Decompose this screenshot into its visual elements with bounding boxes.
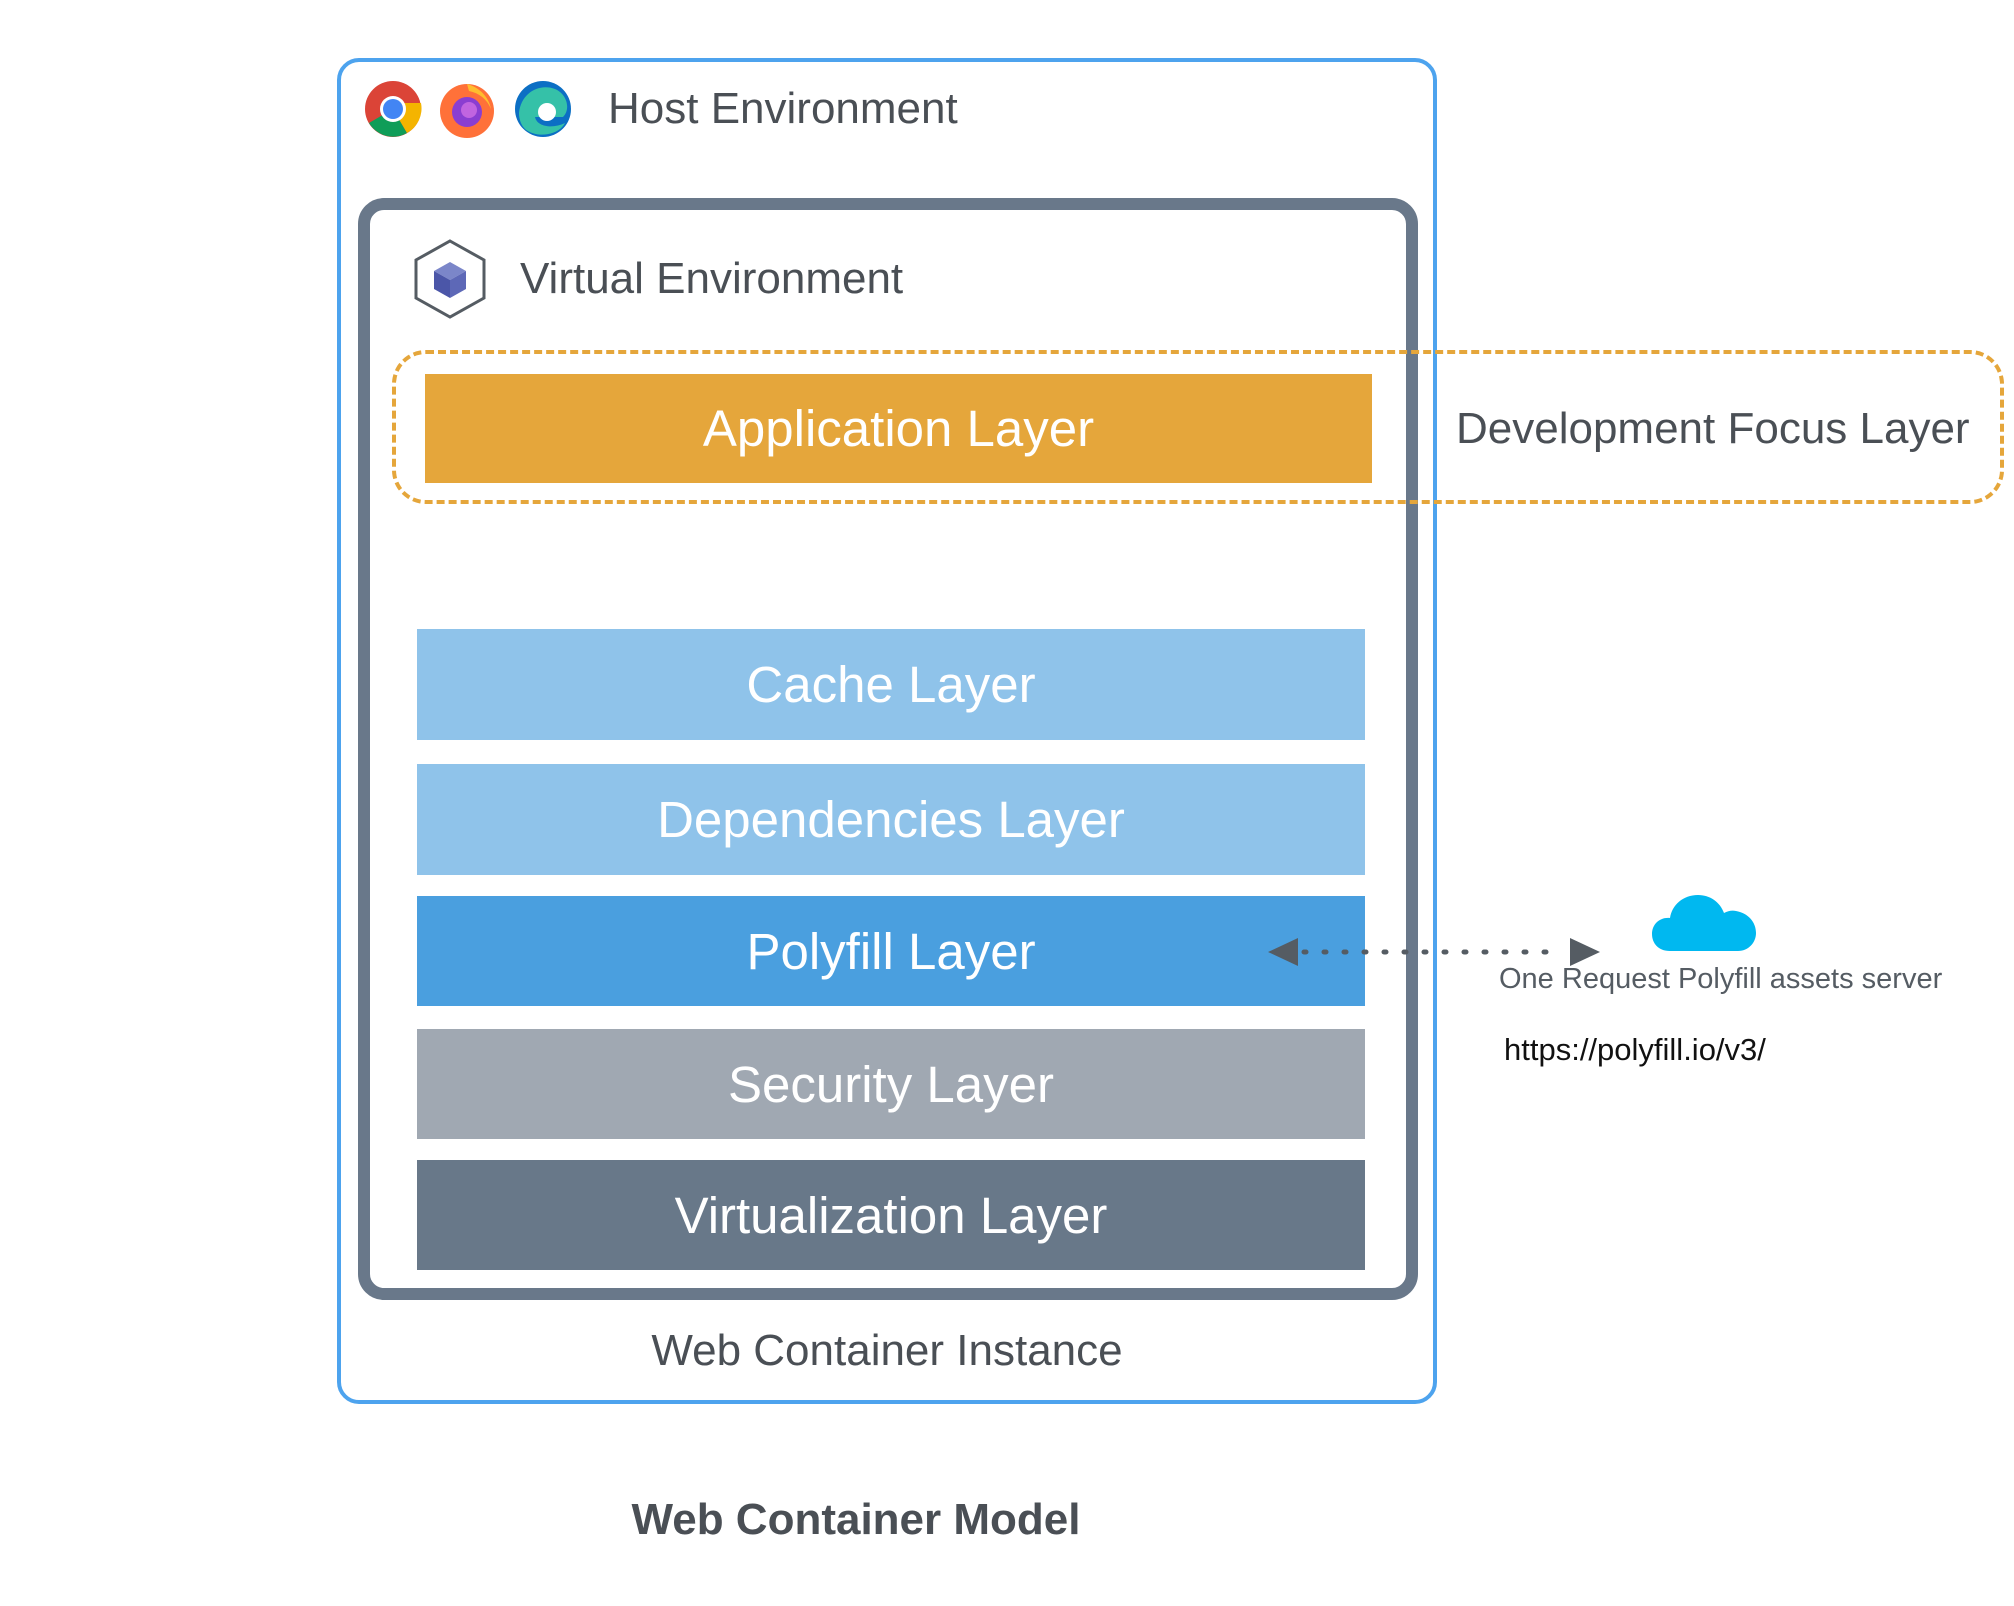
security-layer: Security Layer [417, 1029, 1365, 1139]
development-focus-label: Development Focus Layer [1456, 404, 1970, 453]
diagram-title: Web Container Model [631, 1495, 1081, 1544]
virtual-environment-box [358, 198, 1418, 1300]
firefox-icon [440, 84, 494, 138]
polyfill-server-url: https://polyfill.io/v3/ [1504, 1032, 1766, 1067]
dependencies-layer: Dependencies Layer [417, 764, 1365, 875]
virtualization-layer: Virtualization Layer [417, 1160, 1365, 1270]
application-layer: Application Layer [425, 374, 1372, 483]
host-environment-title: Host Environment [608, 84, 958, 133]
chrome-icon [365, 81, 422, 137]
host-environment-box [337, 58, 1437, 1404]
polyfill-request-arrow [1268, 938, 1600, 966]
edge-icon [515, 81, 571, 137]
development-focus-region [392, 350, 2004, 504]
cache-layer: Cache Layer [417, 629, 1365, 740]
cube-icon [414, 239, 486, 319]
polyfill-layer: Polyfill Layer [417, 896, 1365, 1006]
web-container-instance-label: Web Container Instance [651, 1326, 1123, 1375]
polyfill-server-label: One Request Polyfill assets server [1499, 963, 1943, 995]
cloud-icon [1652, 895, 1756, 951]
virtual-environment-title: Virtual Environment [520, 254, 904, 303]
